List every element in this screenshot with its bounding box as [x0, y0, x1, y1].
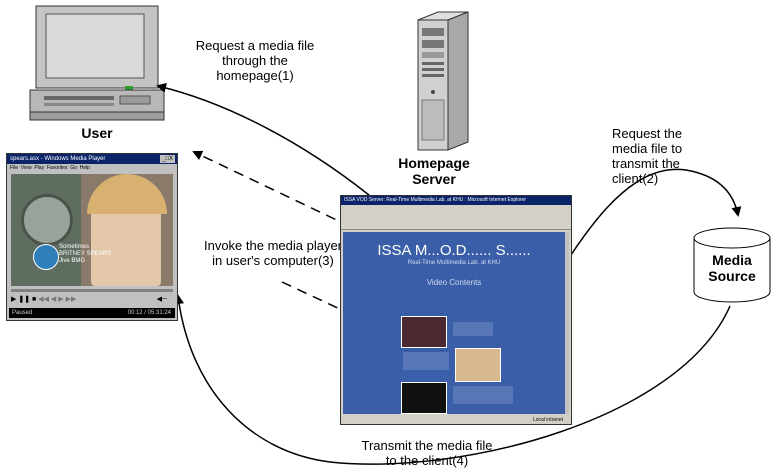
video-frame-hair	[87, 174, 167, 214]
thumb-caption-1	[453, 322, 493, 336]
media-source-label: Media Source	[708, 252, 756, 284]
browser-section: Video Contents	[426, 278, 482, 287]
stop-button-icon[interactable]: ■	[32, 296, 37, 303]
browser-title-bar: ISSA VOD Server: Real-Time Multimedia La…	[341, 196, 571, 205]
player-title: spears.asx - Windows Media Player	[10, 156, 106, 162]
play-button-icon[interactable]: ▶	[11, 296, 17, 303]
media-source-cylinder-icon	[693, 227, 771, 303]
browser-page: ISSA M...O.D...... S...... Real-Time Mul…	[343, 232, 565, 414]
media-player-window: spears.asx - Windows Media Player _□X Fi…	[6, 153, 178, 321]
player-menu[interactable]: File View Play Favorites Go Help	[10, 165, 90, 171]
player-video-area: Sometimes BRITNEY SPEARS Jive BMG	[11, 174, 173, 286]
video-thumbnail-1[interactable]	[401, 316, 447, 348]
player-status: Paused	[12, 310, 33, 316]
player-title-bar: spears.asx - Windows Media Player _□X	[7, 154, 177, 164]
pause-button-icon[interactable]: ❚❚	[18, 296, 31, 303]
overlay-line3: Jive BMG	[59, 258, 86, 264]
homepage-server-label: Homepage Server	[398, 155, 470, 187]
server-tower-icon	[417, 11, 469, 151]
video-thumbnail-3[interactable]	[401, 382, 447, 414]
browser-window: ISSA VOD Server: Real-Time Multimedia La…	[340, 195, 572, 425]
user-label: User	[81, 125, 113, 141]
browser-status-bar: Local intranet	[341, 416, 571, 424]
skip-buttons-icon[interactable]: ◀◀ ◀ ▶ ▶▶	[38, 296, 77, 303]
overlay-line1: Sometimes	[59, 244, 90, 250]
arrow-step3-upper	[192, 150, 367, 235]
step3-label: Invoke the media player in user's comput…	[203, 238, 343, 268]
video-thumbnail-2[interactable]	[455, 348, 501, 382]
overlay-line2: BRITNEY SPEARS	[59, 251, 111, 257]
player-seek-bar[interactable]	[11, 289, 173, 292]
user-computer-icon	[29, 5, 165, 121]
volume-icon[interactable]: ◀─	[156, 296, 167, 303]
step4-label: Transmit the media file to the client(4)	[361, 438, 493, 468]
player-controls: ▶ ❚❚ ■ ◀◀ ◀ ▶ ▶▶ ◀─	[11, 294, 173, 306]
step1-label: Request a media file through the homepag…	[195, 38, 315, 83]
player-overlay-text: Sometimes BRITNEY SPEARS Jive BMG	[59, 244, 111, 265]
thumb-caption-3	[453, 386, 513, 404]
arrow-step4	[174, 294, 731, 465]
browser-toolbars[interactable]	[341, 205, 571, 230]
browser-subheading: Real-Time Multimedia Lab. at KHU	[407, 260, 501, 266]
player-time: 00:12 / 05:31:24	[127, 310, 171, 316]
player-status-bar: Paused 00:12 / 05:31:24	[9, 308, 175, 318]
player-window-controls-icon[interactable]: _□X	[160, 155, 175, 163]
browser-status: Local intranet	[532, 417, 563, 423]
channel-logo-icon	[33, 244, 59, 270]
binocular-viewer-icon	[21, 194, 73, 246]
browser-scrollbar[interactable]	[565, 232, 569, 414]
browser-title: ISSA VOD Server: Real-Time Multimedia La…	[344, 197, 527, 203]
thumb-caption-2	[403, 352, 449, 370]
browser-heading: ISSA M...O.D...... S......	[377, 242, 531, 259]
step2-label: Request the media file to transmit the c…	[612, 126, 683, 186]
